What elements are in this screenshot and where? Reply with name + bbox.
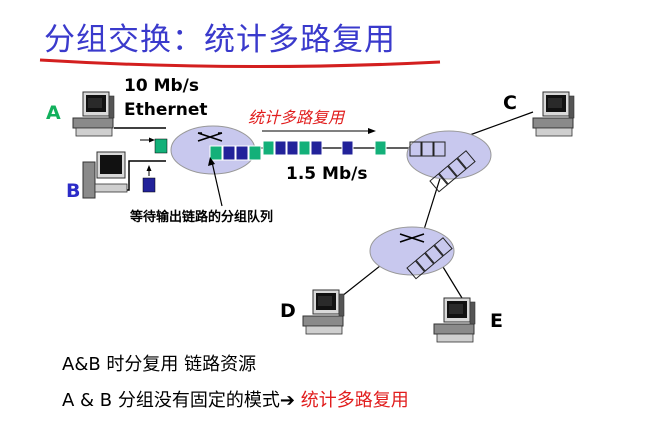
packet-green <box>209 145 223 161</box>
link-c-bottom <box>421 171 443 237</box>
queue-label: 等待输出链路的分组队列 <box>130 210 274 225</box>
computer-c-icon <box>532 91 575 137</box>
queue-pointer <box>211 161 223 207</box>
note-tdm: A&B 时分复用 链路资源 <box>62 350 256 376</box>
link-bottom-d <box>336 261 386 301</box>
host-a-label: A <box>46 102 61 124</box>
switch-icon <box>197 132 223 142</box>
note-stat-mux: A & B 分组没有固定的模式➔ 统计多路复用 <box>62 386 409 412</box>
router-right <box>406 130 492 180</box>
host-b-label: B <box>66 180 81 202</box>
packet-blue <box>235 145 249 161</box>
link-rate-label: 10 Mb/s <box>124 76 199 96</box>
note-stat-mux-text: A & B 分组没有固定的模式 <box>62 390 280 411</box>
packet-green <box>154 138 168 154</box>
backbone-rate-label: 1.5 Mb/s <box>286 164 368 184</box>
note-stat-mux-highlight: 统计多路复用 <box>300 390 409 411</box>
arrow-icon: ➔ <box>279 390 295 411</box>
link-bottom-e <box>439 261 463 299</box>
link-router-c <box>466 111 534 137</box>
router-bottom <box>369 226 455 276</box>
host-d-label: D <box>280 300 296 322</box>
host-e-label: E <box>490 310 503 332</box>
mux-arrow-head <box>368 128 376 134</box>
computer-a-icon <box>72 91 115 137</box>
mux-label: 统计多路复用 <box>248 108 345 127</box>
router-right-queue-diagonal <box>429 150 476 193</box>
note-tdm-text: A&B 时分复用 链路资源 <box>62 354 257 375</box>
packet-blue <box>222 145 236 161</box>
title-underline <box>39 58 441 69</box>
computer-e-icon <box>433 297 476 343</box>
host-c-label: C <box>503 92 517 114</box>
page-title: 分组交换：统计多路复用 <box>44 22 396 58</box>
router-right-queue <box>409 141 446 157</box>
packet-green <box>248 145 262 161</box>
backbone-packets <box>262 140 387 156</box>
computer-b-icon <box>82 151 128 199</box>
computer-d-icon <box>302 289 345 335</box>
link-type-label: Ethernet <box>124 100 208 120</box>
packet-blue <box>142 177 156 193</box>
packet-a-arrow-head <box>149 137 155 143</box>
switch-icon <box>399 233 425 243</box>
router-bottom-queue-diagonal <box>406 237 453 280</box>
queue-pointer-head <box>208 157 215 166</box>
packet-b-arrow-head <box>146 165 152 171</box>
